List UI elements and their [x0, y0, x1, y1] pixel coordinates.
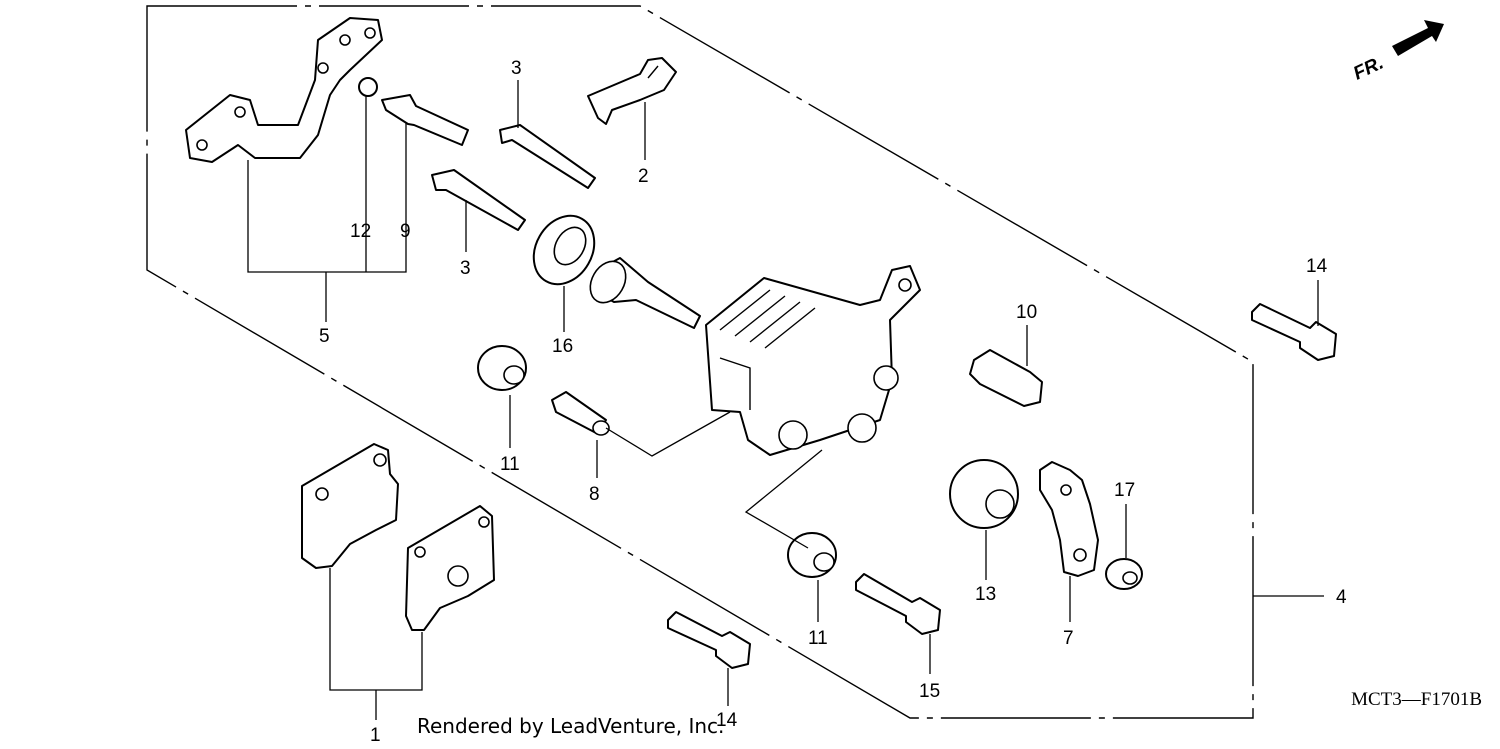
render-credit: Rendered by LeadVenture, Inc.	[417, 714, 725, 738]
part-10-bleeder	[969, 349, 1043, 407]
part-13-cap	[949, 459, 1019, 529]
front-direction-arrow-icon	[1392, 20, 1444, 56]
assembly-outline	[146, 5, 1254, 719]
part-5-bracket	[185, 17, 383, 163]
part-17-nut	[1105, 558, 1143, 590]
part-2-clip	[587, 57, 677, 125]
callout-8: 8	[589, 484, 600, 505]
part-1-pad-right	[405, 505, 495, 631]
callout-1: 1	[370, 725, 381, 746]
callout-11-lower: 11	[808, 628, 828, 649]
part-8-sleeve	[551, 391, 610, 436]
caliper-body	[705, 265, 921, 456]
part-11-boot-lower	[787, 532, 837, 578]
part-3-pin-lower	[431, 169, 526, 231]
part-3-pin-upper	[499, 124, 596, 189]
callout-17: 17	[1114, 480, 1135, 501]
callout-10: 10	[1016, 302, 1037, 323]
callout-5: 5	[319, 326, 330, 347]
part-11-boot-upper	[477, 345, 527, 391]
callout-7: 7	[1063, 628, 1074, 649]
part-1-pad-left	[301, 443, 399, 569]
callout-14-right: 14	[1306, 256, 1328, 277]
part-14-bolt-bottom	[667, 611, 751, 669]
leader-lines	[247, 80, 1324, 720]
part-14-bolt-right	[1251, 303, 1337, 361]
diagram-code: MCT3—F1701B	[1351, 689, 1482, 710]
part-7-bracket	[1039, 461, 1099, 577]
part-9-pin	[381, 94, 469, 146]
callout-9: 9	[400, 221, 411, 242]
caliper-piston	[589, 257, 701, 329]
part-15-bolt	[855, 573, 941, 635]
callout-4: 4	[1336, 587, 1347, 608]
callout-16: 16	[552, 336, 573, 357]
callout-14-bottom: 14	[716, 710, 738, 731]
part-12-ring	[358, 77, 378, 97]
callout-11-upper: 11	[500, 454, 520, 475]
callout-15: 15	[919, 681, 940, 702]
callout-3-lower: 3	[460, 258, 471, 279]
callout-3-upper: 3	[511, 58, 522, 79]
direction-label: FR.	[1350, 53, 1387, 85]
callout-2: 2	[638, 166, 649, 187]
part-16-seal	[532, 214, 596, 286]
callout-13: 13	[975, 584, 996, 605]
callout-12: 12	[350, 221, 371, 242]
